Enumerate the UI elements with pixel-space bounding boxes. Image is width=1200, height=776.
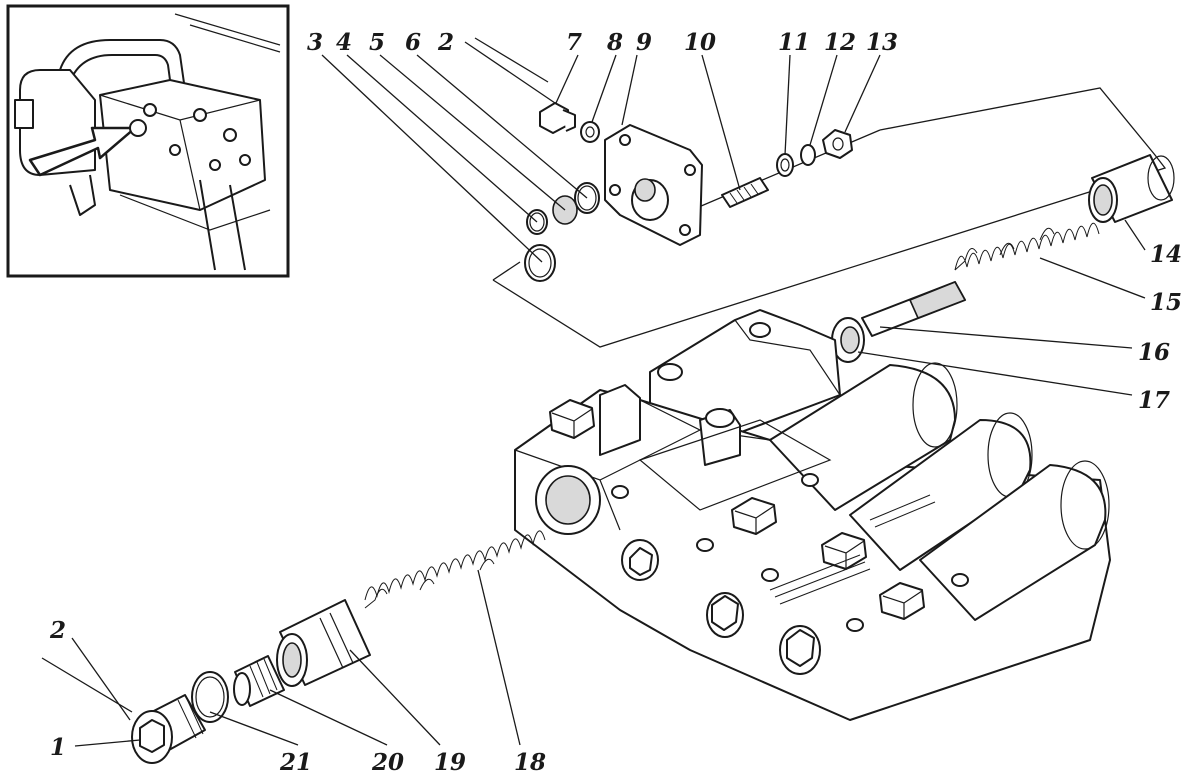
- callout-20: 20: [371, 749, 404, 776]
- leader-lines: [41, 37, 1146, 747]
- inset-locator-view: [6, 4, 290, 278]
- callout-8: 8: [606, 29, 623, 56]
- callout-6: 6: [405, 29, 421, 56]
- upper-exploded-group: [492, 87, 1175, 363]
- callout-18: 18: [514, 749, 546, 776]
- valve-block-body: [514, 309, 1111, 721]
- callout-16: 16: [1138, 339, 1170, 366]
- bolt-head-top-left: [549, 399, 595, 439]
- callout-2-top: 2: [437, 29, 454, 56]
- callout-3: 3: [307, 29, 323, 56]
- callout-17: 17: [1138, 387, 1170, 414]
- callout-21: 21: [279, 749, 312, 776]
- callout-1: 1: [50, 734, 66, 761]
- lower-exploded-group: [131, 530, 546, 764]
- locator-arrow-icon: [28, 126, 137, 177]
- callout-4: 4: [336, 29, 352, 56]
- callout-15: 15: [1150, 289, 1182, 316]
- callout-9: 9: [636, 29, 652, 56]
- callout-7: 7: [566, 29, 582, 56]
- callout-labels: 3 4 5 6 2 7 8 9 10 11 12 13 14 15 16 17 …: [49, 29, 1182, 776]
- callout-13: 13: [866, 29, 898, 56]
- callout-14: 14: [1150, 241, 1182, 268]
- callout-11: 11: [778, 29, 810, 56]
- callout-10: 10: [684, 29, 716, 56]
- callout-5: 5: [369, 29, 385, 56]
- callout-2-bottom: 2: [49, 617, 66, 644]
- callout-19: 19: [434, 749, 466, 776]
- callout-12: 12: [824, 29, 856, 56]
